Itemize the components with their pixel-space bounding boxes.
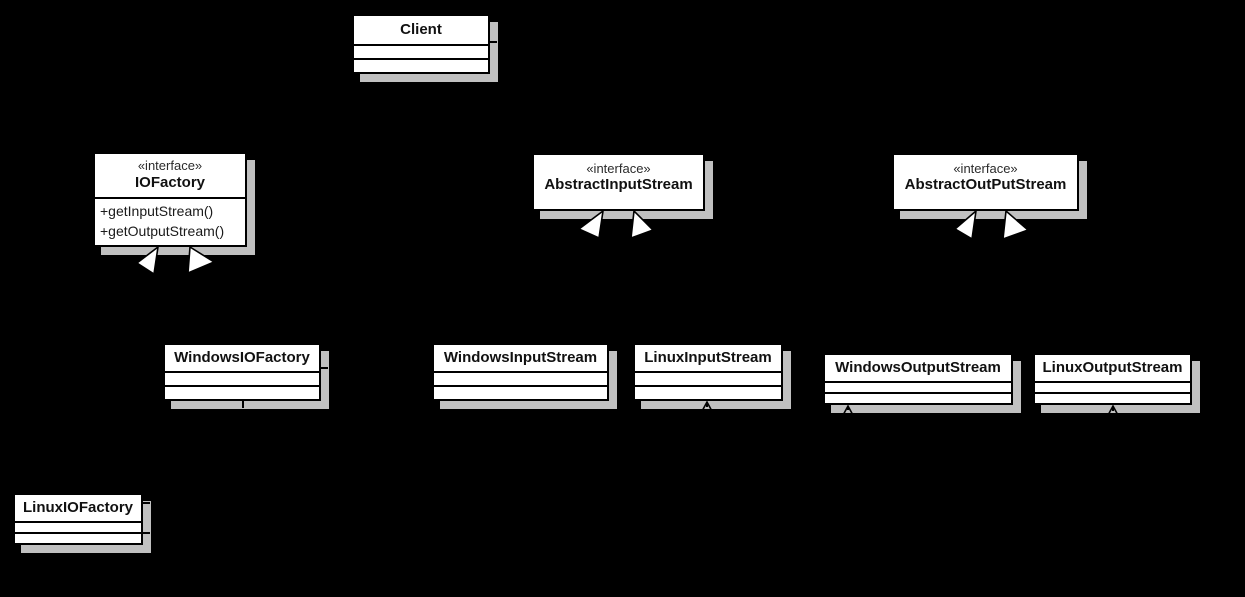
attributes-compartment [1035, 381, 1190, 392]
methods-compartment: +getInputStream() +getOutputStream() [95, 197, 245, 245]
methods-compartment [434, 385, 607, 399]
attributes-compartment [825, 381, 1011, 392]
attributes-compartment [635, 371, 781, 385]
methods-compartment [1035, 392, 1190, 403]
attributes-compartment [354, 44, 488, 58]
edge-windows-output-stream-realizes-abstract-output-stream [917, 239, 975, 353]
attributes-compartment [15, 521, 141, 532]
edge-client-abstract-output-stream [490, 41, 986, 153]
methods-compartment [165, 385, 319, 399]
method-label: +getOutputStream() [100, 222, 225, 239]
class-name: LinuxInputStream [644, 348, 772, 366]
class-box-client[interactable]: Client [352, 14, 490, 74]
open-arrowhead-icon [1106, 404, 1120, 418]
class-name: IOFactory [134, 173, 206, 191]
class-box-linux-output-stream[interactable]: LinuxOutputStream [1033, 353, 1192, 405]
realization-triangle-icon [135, 245, 160, 276]
edge-windows-iofactory-windows-output-stream [242, 401, 849, 446]
edge-linux-output-stream-realizes-abstract-output-stream [1004, 239, 1113, 353]
methods-compartment [635, 385, 781, 399]
class-title: «interface» IOFactory [95, 154, 245, 197]
edge-linux-iofactory-linux-input-stream [143, 404, 708, 504]
class-title: WindowsIOFactory [165, 345, 319, 371]
class-name: LinuxOutputStream [1042, 358, 1183, 376]
class-title: LinuxOutputStream [1035, 355, 1190, 381]
class-title: WindowsInputStream [434, 345, 607, 371]
methods-compartment [354, 58, 488, 72]
edge-linux-input-stream-realizes-abstract-input-stream [632, 238, 709, 343]
attributes-compartment [165, 371, 319, 385]
edge-client-abstract-input-stream [490, 41, 619, 153]
realization-triangle-icon [1002, 209, 1030, 241]
class-title: LinuxIOFactory [15, 495, 141, 521]
methods-compartment [825, 392, 1011, 403]
methods-compartment [15, 532, 141, 543]
class-box-windows-iofactory[interactable]: WindowsIOFactory [163, 343, 321, 401]
class-box-abstract-output-stream[interactable]: «interface» AbstractOutPutStream [892, 153, 1079, 211]
class-box-linux-iofactory[interactable]: LinuxIOFactory [13, 493, 143, 545]
open-arrowhead-icon [841, 404, 855, 418]
class-name: AbstractOutPutStream [904, 176, 1067, 194]
class-box-windows-output-stream[interactable]: WindowsOutputStream [823, 353, 1013, 405]
class-box-windows-input-stream[interactable]: WindowsInputStream [432, 343, 609, 401]
edge-windows-input-stream-realizes-abstract-input-stream [519, 238, 601, 343]
class-name: WindowsInputStream [443, 348, 598, 366]
class-name: AbstractInputStream [544, 176, 693, 194]
realization-triangle-icon [577, 209, 605, 240]
class-title: «interface» AbstractInputStream [534, 155, 703, 198]
class-name: LinuxIOFactory [22, 498, 134, 516]
stereotype-label: «interface» [586, 160, 651, 176]
class-title: WindowsOutputStream [825, 355, 1011, 381]
attributes-compartment [434, 371, 607, 385]
class-title: LinuxInputStream [635, 345, 781, 371]
edge-client-iofactory [169, 59, 352, 152]
edge-linux-iofactory-linux-output-stream [143, 407, 1114, 534]
class-title: Client [354, 16, 488, 44]
edge-windows-iofactory-realizes-iofactory [189, 272, 244, 343]
class-title: «interface» AbstractOutPutStream [894, 155, 1077, 198]
realization-triangle-icon [630, 209, 655, 240]
class-box-linux-input-stream[interactable]: LinuxInputStream [633, 343, 783, 401]
class-name: WindowsIOFactory [174, 348, 310, 366]
class-name: Client [400, 20, 442, 38]
realization-triangle-icon [187, 245, 216, 275]
edge-linux-iofactory-realizes-iofactory [77, 273, 159, 493]
class-name: WindowsOutputStream [835, 358, 1001, 376]
stereotype-label: «interface» [953, 160, 1018, 176]
stereotype-label: «interface» [137, 158, 203, 174]
class-box-abstract-input-stream[interactable]: «interface» AbstractInputStream [532, 153, 705, 211]
method-label: +getInputStream() [100, 203, 214, 219]
open-arrowhead-icon [700, 400, 714, 414]
realization-triangle-icon [953, 209, 978, 241]
class-box-iofactory[interactable]: «interface» IOFactory +getInputStream() … [93, 152, 247, 247]
